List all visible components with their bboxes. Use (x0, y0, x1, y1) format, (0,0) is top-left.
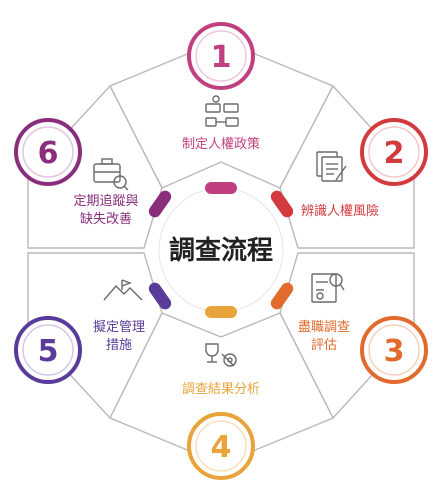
step-5-number: 5 (38, 334, 59, 369)
step-4-number: 4 (211, 430, 232, 465)
document-pen-icon (316, 151, 347, 182)
step-3-label: 盡職調查 評估 (298, 320, 350, 353)
connector-4 (205, 306, 237, 318)
badge-2: 2 (360, 118, 428, 186)
step-6-number: 6 (38, 136, 59, 171)
step-5-label-line1: 擬定管理 (93, 319, 145, 335)
mountain-flag-icon (103, 279, 143, 301)
connector-6 (148, 190, 172, 218)
step-5-label-line2: 措施 (106, 338, 132, 353)
step-3-label-line2: 評估 (311, 338, 337, 353)
connector-1 (205, 182, 237, 194)
step-1-label: 制定人權政策 (182, 136, 260, 152)
badge-5: 5 (14, 316, 82, 384)
step-2-number: 2 (384, 136, 405, 171)
org-chart-icon (205, 95, 239, 127)
checklist-search-icon (311, 273, 345, 303)
step-3-label-line1: 盡職調查 (298, 320, 350, 335)
badge-6: 6 (14, 118, 82, 186)
step-2-label: 辨識人權風險 (301, 204, 379, 219)
step-6-label-line1: 定期追蹤與 (73, 193, 138, 209)
step-1-number: 1 (211, 40, 232, 75)
step-3-number: 3 (384, 334, 405, 369)
briefcase-search-icon (93, 158, 129, 191)
center-hub: 調查流程 (148, 182, 294, 318)
step-5-label: 擬定管理 措施 (93, 319, 145, 353)
connector-5 (148, 282, 172, 310)
step-6-label: 定期追蹤與 缺失改善 (73, 193, 138, 227)
trophy-target-icon (205, 343, 237, 367)
segment-5 (27, 252, 163, 420)
connector-2 (270, 190, 294, 218)
badge-1: 1 (187, 22, 255, 90)
step-6-label-line2: 缺失改善 (80, 211, 132, 227)
step-4-label: 調查結果分析 (182, 382, 260, 397)
center-title: 調查流程 (169, 235, 273, 266)
connector-3 (270, 282, 294, 310)
badge-3: 3 (360, 316, 428, 384)
badge-4: 4 (187, 412, 255, 480)
